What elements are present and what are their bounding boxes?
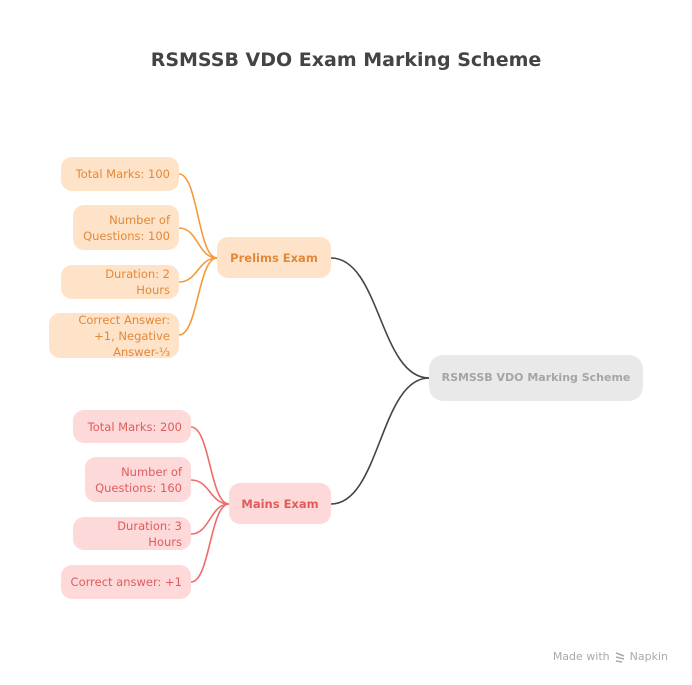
connector-prelims-root [330, 257, 430, 379]
connector [190, 503, 230, 535]
napkin-brand: Napkin [629, 650, 668, 663]
connector [178, 257, 218, 336]
prelims-item: Total Marks: 100 [61, 157, 179, 191]
connector [178, 227, 218, 259]
connector-mains-root [330, 377, 430, 505]
mains-item: Total Marks: 200 [73, 410, 191, 443]
prelims-item: Duration: 2 Hours [61, 265, 179, 299]
mains-item: Correct answer: +1 [61, 565, 191, 599]
root-node: RSMSSB VDO Marking Scheme [429, 355, 643, 401]
napkin-watermark: Made with Napkin [553, 650, 668, 663]
connector [190, 503, 230, 583]
mains-item: Number of Questions: 160 [85, 457, 191, 502]
prelims-item: Number of Questions: 100 [73, 205, 179, 250]
napkin-logo-icon [615, 651, 624, 663]
prelims-item: Correct Answer: +1, Negative Answer-⅓ [49, 313, 179, 359]
made-with-label: Made with [552, 650, 610, 663]
diagram-title: RSMSSB VDO Exam Marking Scheme [150, 49, 542, 71]
prelims-node: Prelims Exam [217, 237, 331, 278]
connector [190, 426, 230, 505]
mains-item: Duration: 3 Hours [73, 517, 191, 550]
connector [178, 173, 218, 259]
connector [190, 479, 230, 505]
mains-node: Mains Exam [229, 483, 331, 524]
